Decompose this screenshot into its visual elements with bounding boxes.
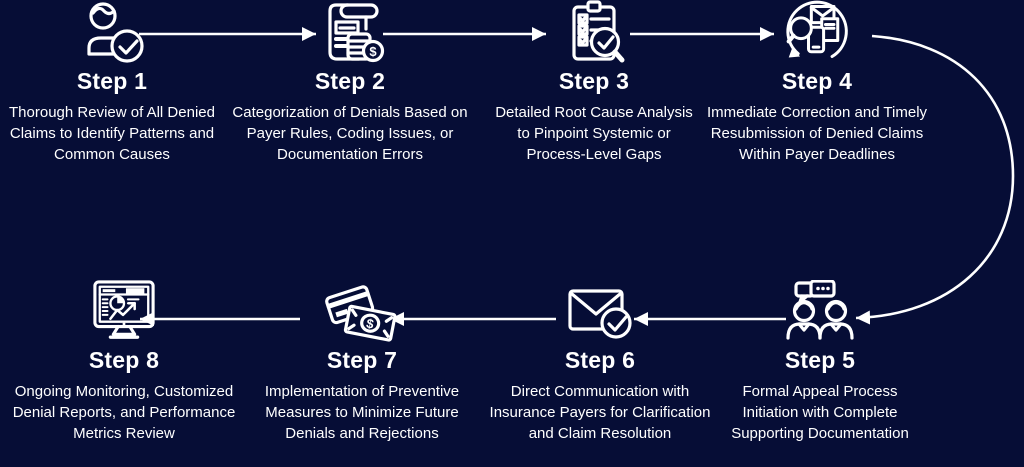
step-5-line-1: Formal Appeal Process — [742, 383, 898, 400]
step-2-description: Categorization of Denials Based on Payer… — [228, 102, 472, 165]
step-8-line-3: Metrics Review — [73, 425, 175, 442]
step-3: Step 3 Detailed Root Cause Analysis to P… — [472, 0, 716, 165]
card-payment-icon: $ — [240, 279, 484, 343]
step-8: Step 8 Ongoing Monitoring, Customized De… — [2, 279, 246, 444]
step-4-line-1: Immediate Correction and Timely — [706, 104, 928, 121]
step-5-title: Step 5 — [784, 347, 856, 373]
analytics-monitor-icon — [2, 279, 246, 343]
step-5-description: Formal Appeal Process Initiation with Co… — [698, 381, 942, 444]
step-1-line-1: Thorough Review of All Denied — [9, 104, 215, 121]
step-8-line-1: Ongoing Monitoring, Customized — [14, 383, 234, 400]
envelope-check-icon — [478, 279, 722, 343]
step-4-line-2: Resubmission of Denied Claims — [710, 125, 924, 142]
step-5-line-3: Supporting Documentation — [731, 425, 909, 442]
step-6-title: Step 6 — [564, 347, 636, 373]
billing-receipt-coins-icon: $ — [228, 0, 472, 64]
step-2-line-3: Documentation Errors — [277, 146, 423, 163]
checklist-magnifier-icon — [472, 0, 716, 64]
step-8-line-2: Denial Reports, and Performance — [12, 404, 236, 421]
step-7-description: Implementation of Preventive Measures to… — [240, 381, 484, 444]
step-2-title: Step 2 — [314, 68, 386, 94]
step-3-line-2: to Pinpoint Systemic or — [517, 125, 671, 142]
step-5-line-2: Initiation with Complete — [742, 404, 898, 421]
step-6: Step 6 Direct Communication with Insuran… — [478, 279, 722, 444]
step-8-title: Step 8 — [88, 347, 160, 373]
step-4-description: Immediate Correction and Timely Resubmis… — [695, 102, 939, 165]
svg-text:$: $ — [365, 316, 376, 332]
step-7-line-3: Denials and Rejections — [285, 425, 439, 442]
step-1-title: Step 1 — [76, 68, 148, 94]
step-2-line-1: Categorization of Denials Based on — [232, 104, 468, 121]
arrow-step4-step5-curve — [855, 34, 1015, 325]
step-7: $ Step 7 Implementation of Preventive Me… — [240, 279, 484, 444]
resubmission-documents-icon — [695, 0, 939, 64]
step-7-line-1: Implementation of Preventive — [264, 383, 460, 400]
step-5: Step 5 Formal Appeal Process Initiation … — [698, 279, 942, 444]
step-1: Step 1 Thorough Review of All Denied Cla… — [0, 0, 234, 165]
step-6-line-3: and Claim Resolution — [528, 425, 672, 442]
step-3-description: Detailed Root Cause Analysis to Pinpoint… — [472, 102, 716, 165]
step-3-line-3: Process-Level Gaps — [526, 146, 662, 163]
person-check-icon — [0, 0, 234, 64]
step-4-title: Step 4 — [781, 68, 853, 94]
step-4: Step 4 Immediate Correction and Timely R… — [695, 0, 939, 165]
step-7-title: Step 7 — [326, 347, 398, 373]
people-discussion-icon — [698, 279, 942, 343]
step-1-description: Thorough Review of All Denied Claims to … — [0, 102, 234, 165]
step-2: $ Step 2 Categorization of Denials Based… — [228, 0, 472, 165]
step-1-line-3: Common Causes — [54, 146, 170, 163]
svg-text:$: $ — [369, 44, 377, 59]
step-6-line-2: Insurance Payers for Clarification — [489, 404, 711, 421]
step-2-line-2: Payer Rules, Coding Issues, or — [246, 125, 454, 142]
step-3-line-1: Detailed Root Cause Analysis — [495, 104, 693, 121]
step-4-line-3: Within Payer Deadlines — [739, 146, 895, 163]
step-1-line-2: Claims to Identify Patterns and — [9, 125, 215, 142]
step-6-line-1: Direct Communication with — [510, 383, 690, 400]
step-8-description: Ongoing Monitoring, Customized Denial Re… — [2, 381, 246, 444]
step-6-description: Direct Communication with Insurance Paye… — [478, 381, 722, 444]
step-3-title: Step 3 — [558, 68, 630, 94]
step-7-line-2: Measures to Minimize Future — [265, 404, 459, 421]
